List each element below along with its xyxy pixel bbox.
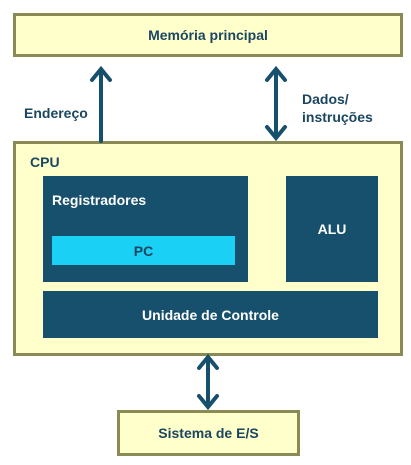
data-instructions-label: Dados/ instruções [302,90,373,126]
io-system-box: Sistema de E/S [117,410,300,456]
address-arrow [90,65,112,143]
data-instructions-arrow [265,65,287,142]
pc-label: PC [133,242,154,259]
registers-label: Registradores [52,192,147,208]
registers-box: Registradores PC [43,176,248,282]
alu-box: ALU [286,176,378,282]
data-label-line-1: Dados/ [302,91,349,107]
control-unit-label: Unidade de Controle [142,306,279,323]
alu-label: ALU [317,221,347,237]
data-label-line-2: instruções [302,109,373,125]
main-memory-label: Memória principal [148,27,268,43]
cpu-io-arrow [197,353,219,411]
control-unit-box: Unidade de Controle [43,291,378,338]
cpu-box: CPU Registradores PC ALU Unidade de Cont… [13,141,403,356]
pc-register: PC [52,236,235,265]
main-memory-box: Memória principal [13,13,403,57]
address-label: Endereço [24,105,88,121]
cpu-label: CPU [30,154,60,170]
io-system-label: Sistema de E/S [158,425,259,441]
